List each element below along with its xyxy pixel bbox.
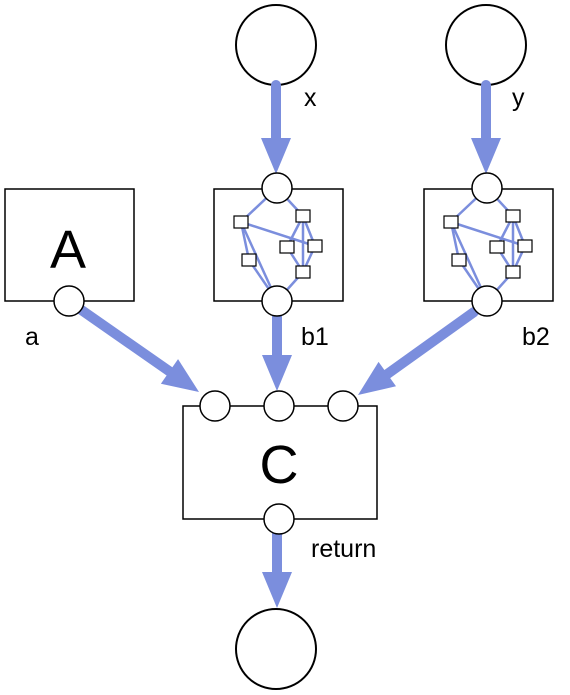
box-c bbox=[182, 405, 378, 520]
port-a-out bbox=[53, 285, 85, 317]
b1-subgraph-node bbox=[241, 253, 257, 267]
box-a bbox=[4, 188, 135, 302]
arrow-c-to-return bbox=[262, 529, 292, 608]
b2-subgraph-node bbox=[505, 209, 521, 223]
label-return: return bbox=[311, 535, 376, 563]
arrow-x-to-b1 bbox=[261, 80, 291, 174]
b2-subgraph-node bbox=[451, 253, 467, 267]
b2-subgraph-node bbox=[517, 239, 533, 253]
label-a: a bbox=[25, 323, 39, 351]
arrow-b2-to-c bbox=[358, 307, 479, 395]
b2-subgraph-node bbox=[443, 215, 459, 229]
flow-arrows bbox=[75, 80, 501, 608]
box-c-title: C bbox=[260, 435, 299, 495]
arrow-a-to-c bbox=[75, 304, 199, 392]
b2-subgraph-node bbox=[505, 265, 521, 279]
port-b2-in bbox=[471, 172, 503, 204]
port-b1-in bbox=[261, 172, 293, 204]
box-b1 bbox=[213, 188, 344, 302]
b1-subgraph-node bbox=[307, 239, 323, 253]
port-b2-out bbox=[471, 285, 503, 317]
port-c-in-b2 bbox=[327, 390, 359, 422]
b1-subgraph-node bbox=[233, 215, 249, 229]
b1-subgraph-node bbox=[295, 265, 311, 279]
b2-subgraph-node bbox=[489, 240, 505, 254]
port-c-in-a bbox=[199, 390, 231, 422]
label-b1: b1 bbox=[301, 323, 329, 351]
port-b1-out bbox=[261, 285, 293, 317]
label-x: x bbox=[304, 84, 317, 112]
port-c-in-b1 bbox=[263, 390, 295, 422]
box-a-title: A bbox=[50, 220, 86, 280]
b1-subgraph-node bbox=[279, 240, 295, 254]
output-node-return bbox=[235, 608, 317, 690]
box-b2 bbox=[423, 188, 554, 302]
input-node-x bbox=[235, 4, 317, 86]
b1-subgraph-node bbox=[295, 209, 311, 223]
port-c-out bbox=[263, 503, 295, 535]
label-y: y bbox=[512, 84, 525, 112]
input-node-y bbox=[445, 4, 527, 86]
label-b2: b2 bbox=[522, 323, 550, 351]
arrow-b1-to-c bbox=[262, 311, 292, 391]
arrow-y-to-b2 bbox=[471, 80, 501, 174]
